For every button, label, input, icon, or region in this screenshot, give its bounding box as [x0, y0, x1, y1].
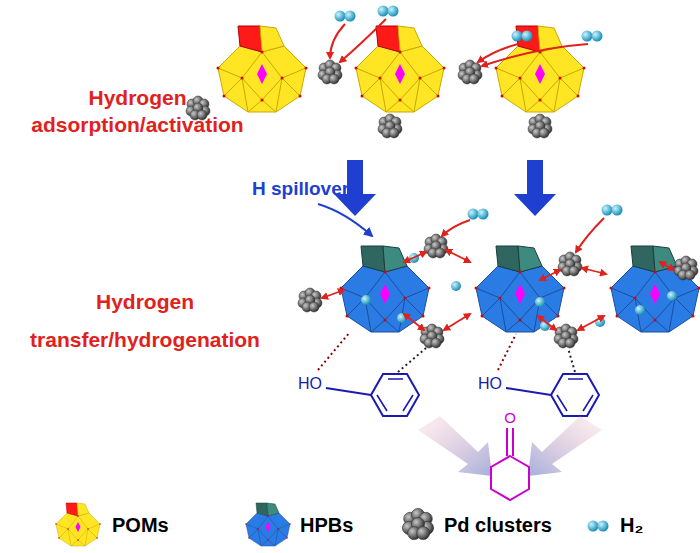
reaction-arrow: [528, 416, 602, 476]
h2-molecule: [582, 31, 603, 42]
pd-cluster: [674, 256, 698, 280]
legend-text: POMs: [112, 513, 169, 537]
reaction-arrow: [418, 416, 492, 476]
phenol-molecule: [318, 332, 426, 416]
legend-text: Pd clusters: [444, 513, 552, 537]
h-atom: [635, 305, 645, 315]
pd-cluster: [318, 60, 342, 84]
pom-cluster: [495, 26, 586, 112]
pom-cluster: [355, 26, 446, 112]
adsorption-arrow: [340, 19, 386, 62]
legend-hpb-icon: [245, 503, 291, 546]
legend-pom-icon: [55, 503, 101, 546]
pd-cluster: [298, 288, 322, 312]
h2-molecule: [602, 205, 623, 216]
legend-h2-icon: [588, 521, 609, 532]
pd-cluster: [554, 324, 578, 348]
adsorption-arrow: [442, 220, 470, 236]
legend-pd-icon: [402, 508, 433, 539]
stage-heading: Hydrogen adsorption/activation: [5, 84, 270, 138]
h2-molecule: [468, 209, 489, 220]
hydroxyl-label: HO: [478, 375, 508, 393]
process-label: H spillover: [252, 178, 372, 200]
legend-text: HPBs: [300, 513, 353, 537]
transfer-arrows: [322, 250, 674, 330]
h-atom: [451, 281, 461, 291]
pom-cluster: [217, 26, 308, 112]
legend-text: H₂: [620, 513, 643, 537]
stage-heading: Hydrogen transfer/hydrogenation: [0, 283, 290, 359]
h2-molecule: [512, 31, 533, 42]
h2-molecule: [378, 6, 399, 17]
process-arrow: [514, 160, 556, 216]
pd-cluster: [558, 252, 582, 276]
spillover-pointer: [318, 204, 372, 236]
h-atom: [361, 295, 371, 305]
pd-cluster: [424, 234, 448, 258]
hpb-cluster: [610, 246, 700, 332]
hpb-cluster: [475, 246, 566, 332]
pd-cluster: [378, 114, 402, 138]
cyclohexanone-molecule: [491, 428, 529, 500]
pd-cluster: [420, 324, 444, 348]
h-atom: [535, 297, 545, 307]
pd-cluster: [528, 114, 552, 138]
h-atom: [667, 291, 677, 301]
atom-label: O: [502, 409, 518, 426]
h2-molecule: [335, 11, 356, 22]
adsorption-arrow: [478, 44, 518, 62]
hpb-cluster: [340, 246, 431, 332]
adsorption-arrow: [482, 44, 588, 66]
hydroxyl-label: HO: [298, 375, 328, 393]
pd-cluster: [458, 60, 482, 84]
phenol-molecule: [498, 334, 599, 416]
adsorption-arrow: [576, 218, 604, 252]
adsorption-arrow: [330, 24, 345, 58]
